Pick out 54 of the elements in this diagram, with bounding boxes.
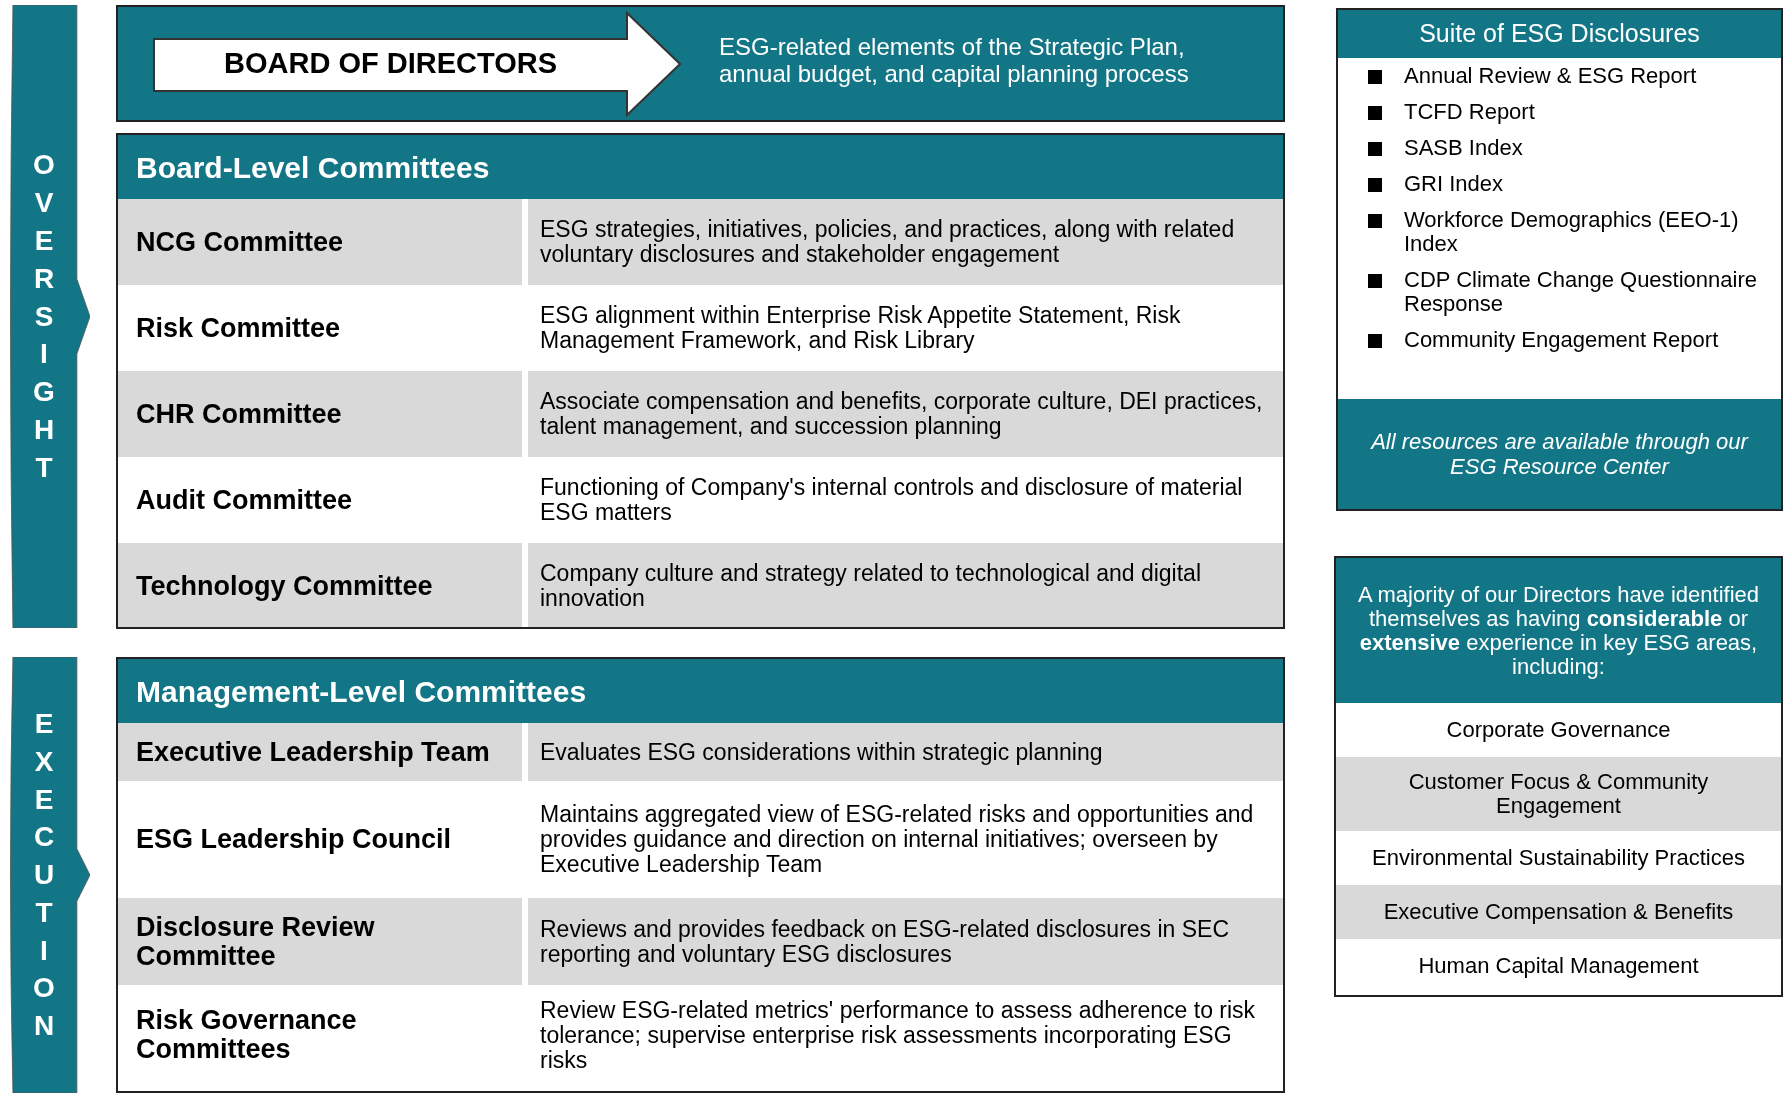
committee-name: Audit Committee [136, 485, 352, 515]
band-label: EXECUTION [33, 706, 55, 1044]
committee-name: Technology Committee [136, 571, 433, 601]
panel-footer: All resources are available through our ESG Resource Center [1338, 399, 1781, 509]
chevron-band [8, 5, 90, 628]
committee-name: Risk Governance Committees [136, 1006, 358, 1064]
committee-description: Maintains aggregated view of ESG-related risks and opportunities and provides guidance and direction on internal initiatives; overseen by Executive Leadership Team [540, 802, 1255, 877]
disclosure-item: GRI Index [1404, 172, 1504, 196]
experience-panel [1334, 556, 1783, 997]
committee-name: Disclosure Review Committee [136, 912, 376, 971]
committee-description: Review ESG-related metrics' performance to assess adherence to risk tolerance; supervise enterprise risk assessments incorporating ESG risks [540, 997, 1257, 1073]
panel-header: Management-Level Committees [118, 659, 1283, 723]
disclosure-item: Community Engagement Report [1404, 328, 1719, 352]
committee-description: Reviews and provides feedback on ESG-related disclosures in SEC reporting and voluntary ESG disclosures [540, 916, 1231, 967]
panel-header: Board-Level Committees [118, 135, 1283, 199]
committee-row [118, 723, 1283, 781]
banner-text: ESG-related elements of the Strategic Plan, annual budget, and capital planning process [719, 33, 1190, 87]
disclosures-panel [1336, 8, 1783, 511]
band-label: OVERSIGHT [33, 148, 55, 485]
experience-row [1336, 885, 1781, 939]
chevron-band [8, 657, 90, 1093]
committee-description: Functioning of Company's internal controls and disclosure of material ESG matters [540, 475, 1244, 525]
committee-description: ESG strategies, initiatives, policies, and practices, along with related voluntary disclosures and stakeholder engagement [540, 217, 1236, 267]
disclosure-item: Annual Review & ESG Report [1404, 64, 1697, 88]
committee-description: ESG alignment within Enterprise Risk Appetite Statement, Risk Management Framework, and Risk Library [540, 303, 1182, 353]
experience-area: Environmental Sustainability Practices [1372, 846, 1745, 870]
panel-header-text: A majority of our Directors have identified themselves as having considerable or extensive experience in key ESG areas, including: [1356, 582, 1761, 679]
committee-panel [116, 133, 1285, 629]
committee-row [118, 898, 1283, 985]
board-banner [116, 5, 1285, 122]
disclosure-item: TCFD Report [1404, 100, 1535, 124]
arrow-shape [152, 11, 682, 117]
arrow-label: BOARD OF DIRECTORS [224, 46, 557, 82]
experience-area: Customer Focus & Community Engagement [1346, 770, 1771, 818]
committee-name: Risk Committee [136, 313, 341, 343]
committee-row [118, 371, 1283, 457]
committee-name: CHR Committee [136, 399, 342, 429]
experience-area: Executive Compensation & Benefits [1383, 900, 1734, 924]
disclosure-item: Workforce Demographics (EEO-1) Index [1404, 208, 1740, 256]
committee-description: Evaluates ESG considerations within strategic planning [540, 739, 1103, 765]
panel-header: Suite of ESG Disclosures [1338, 10, 1781, 58]
committee-row [118, 543, 1283, 627]
committee-name: ESG Leadership Council [136, 825, 452, 854]
experience-row [1336, 757, 1781, 831]
disclosure-item: CDP Climate Change Questionnaire Response [1404, 268, 1758, 316]
committee-panel [116, 657, 1285, 1093]
committee-name: NCG Committee [136, 227, 344, 257]
committee-name: Executive Leadership Team [136, 737, 490, 767]
committee-row [118, 199, 1283, 285]
experience-area: Corporate Governance [1446, 718, 1671, 742]
experience-area: Human Capital Management [1418, 954, 1699, 978]
disclosure-item: SASB Index [1404, 136, 1523, 160]
committee-description: Associate compensation and benefits, corporate culture, DEI practices, talent management, and succession planning [540, 389, 1264, 439]
committee-description: Company culture and strategy related to technological and digital innovation [540, 561, 1202, 611]
